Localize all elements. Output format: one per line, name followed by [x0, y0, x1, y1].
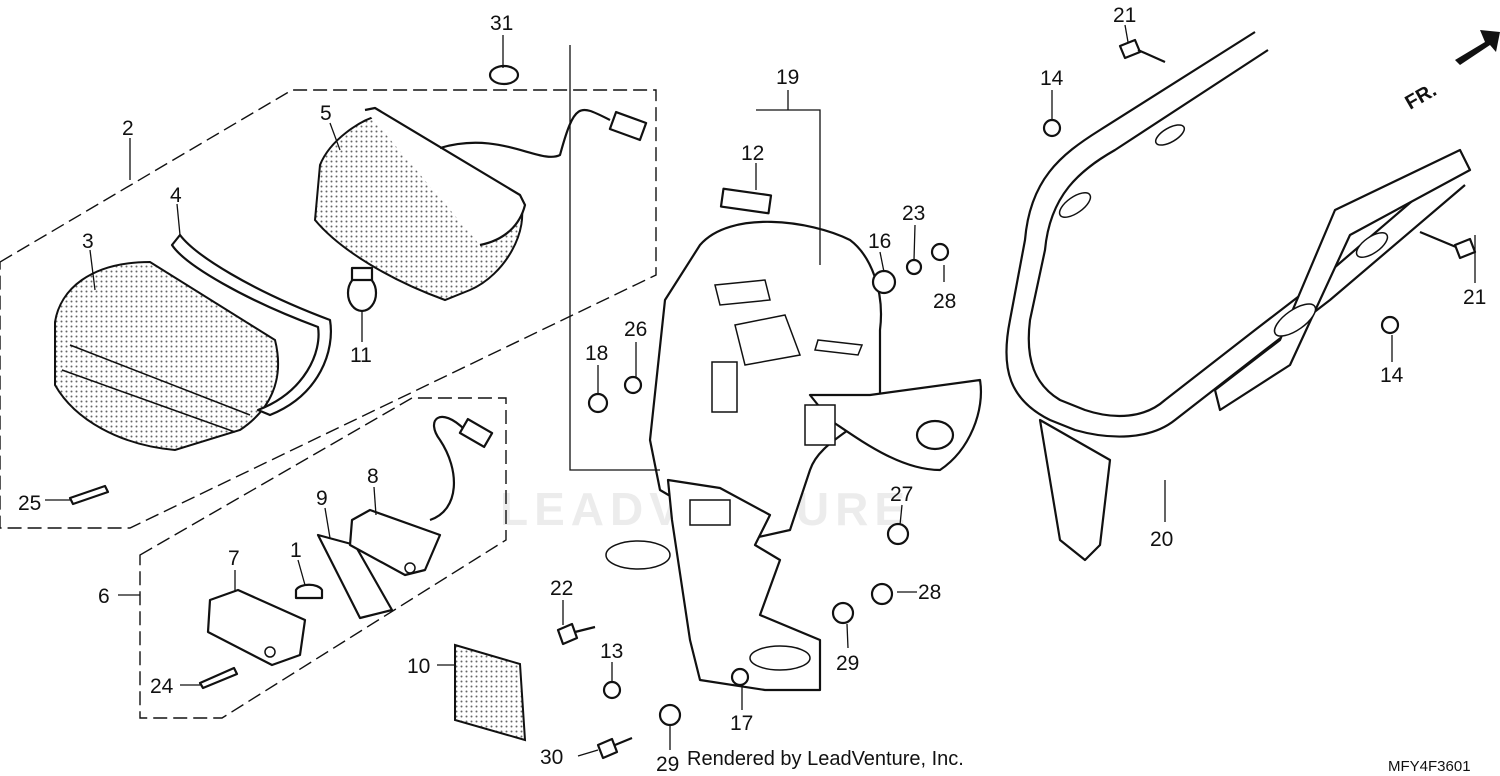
- callout-31: 31: [490, 12, 513, 35]
- collar-17: [730, 667, 750, 687]
- license-light-socket: [348, 508, 442, 577]
- front-arrow-label: FR.: [1402, 79, 1441, 114]
- nut-13: [602, 680, 622, 700]
- washer-29-right: [831, 601, 855, 625]
- callout-29-right: 29: [836, 652, 859, 675]
- callout-19: 19: [776, 66, 799, 89]
- grab-rail: [1005, 31, 1472, 562]
- screw-25: [68, 484, 110, 506]
- assembly-box-taillight: [0, 89, 657, 529]
- callout-28-top: 28: [933, 290, 956, 313]
- nut-14-right: [1380, 315, 1400, 335]
- license-bracket: [605, 478, 822, 692]
- callout-27: 27: [890, 483, 913, 506]
- grommet-18: [587, 392, 609, 414]
- callout-5: 5: [320, 102, 332, 125]
- diagram-code: MFY4F3601: [1388, 758, 1471, 775]
- footer-credit: Rendered by LeadVenture, Inc.: [687, 748, 964, 770]
- callout-13: 13: [600, 640, 623, 663]
- callout-9: 9: [316, 487, 328, 510]
- callout-23: 23: [902, 202, 925, 225]
- washer-29-bottom: [658, 703, 682, 727]
- callout-10: 10: [407, 655, 430, 678]
- callout-7: 7: [228, 547, 240, 570]
- callout-1: 1: [290, 539, 302, 562]
- license-light-connector: [458, 417, 494, 449]
- washer-31: [488, 64, 520, 86]
- leader-lines: [45, 24, 1476, 757]
- taillight-gasket: [170, 233, 332, 417]
- collar-23: [905, 258, 923, 276]
- callout-24: 24: [150, 675, 174, 698]
- callout-30: 30: [540, 746, 563, 769]
- callout-12: 12: [741, 142, 764, 165]
- taillight-connector: [608, 110, 648, 142]
- callout-2: 2: [122, 117, 134, 140]
- taillight-housing: [313, 106, 527, 302]
- screw-24: [198, 666, 239, 690]
- taillight-wire: [439, 108, 611, 158]
- callout-20: 20: [1150, 528, 1173, 551]
- nut-28-bottom: [870, 582, 894, 606]
- bulb-11: [346, 266, 378, 313]
- callout-21-right: 21: [1463, 286, 1486, 309]
- collar-26: [623, 375, 643, 395]
- callout-16: 16: [868, 230, 891, 253]
- rear-fender: [648, 220, 982, 542]
- callout-25: 25: [18, 492, 41, 515]
- license-light-gasket: [316, 533, 394, 620]
- front-arrow-icon: FR.: [1402, 30, 1500, 114]
- bolt-21-right: [1419, 230, 1477, 260]
- callout-26: 26: [624, 318, 647, 341]
- callout-8: 8: [367, 465, 379, 488]
- callout-18: 18: [585, 342, 608, 365]
- grommet-16: [871, 269, 897, 295]
- taillight-lens: [54, 260, 280, 452]
- reflector-10: [454, 643, 527, 742]
- bolt-21-top: [1118, 38, 1166, 64]
- callout-11: 11: [350, 344, 372, 367]
- callout-6: 6: [98, 585, 110, 608]
- bolt-22: [556, 622, 596, 646]
- callout-14-right: 14: [1380, 364, 1404, 387]
- callout-14-top: 14: [1040, 67, 1064, 90]
- callout-labels: 31 2 5 4 3 11 25 19 12 14 21 16 23 28 21…: [18, 4, 1486, 776]
- callout-3: 3: [82, 230, 94, 253]
- nut-14-top: [1042, 118, 1062, 138]
- callout-21-top: 21: [1113, 4, 1136, 27]
- callout-17: 17: [730, 712, 753, 735]
- pad-12: [719, 187, 773, 215]
- callout-29-bottom: 29: [656, 753, 679, 776]
- bolt-30: [596, 736, 633, 760]
- callout-4: 4: [170, 184, 182, 207]
- license-light-bulb: [294, 583, 324, 600]
- callout-22: 22: [550, 577, 573, 600]
- callout-28-bottom: 28: [918, 581, 941, 604]
- assembly-box-license-light: [139, 397, 507, 719]
- license-light-wire: [429, 415, 466, 522]
- nut-28-top: [930, 242, 950, 262]
- license-light-lens: [206, 588, 307, 667]
- collar-27: [886, 522, 910, 546]
